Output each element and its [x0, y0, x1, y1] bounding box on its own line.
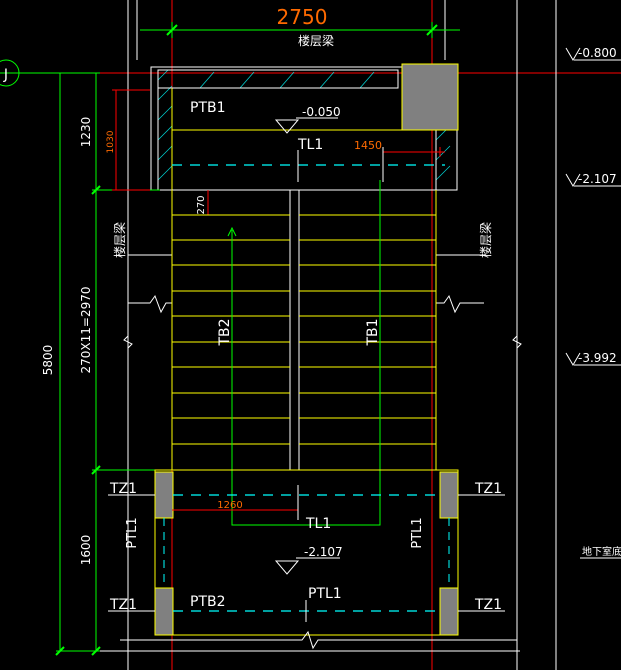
top-dimension: 2750 楼层梁 — [140, 5, 460, 48]
column-top-right — [401, 63, 459, 131]
elev-lower-landing: -2.107 — [304, 545, 343, 559]
tl1-bottom-label: TL1 — [305, 516, 331, 532]
dim-1030: 1030 — [106, 130, 116, 153]
tb1-label: TB1 — [365, 318, 381, 346]
tz1-right-top: TZ1 — [474, 481, 502, 497]
right-elev-2: -2.107 — [578, 172, 617, 186]
dim-1450: 1450 — [354, 139, 382, 152]
left-dimensions: 5800 1230 270X11=2970 1600 1030 270 — [41, 72, 209, 656]
beam-label-left: 楼层梁 — [112, 222, 127, 258]
tb2-label: TB2 — [217, 318, 233, 346]
right-elevations: -0.800 -2.107 -3.992 地下室底板 — [555, 0, 621, 670]
tz1-right-bottom: TZ1 — [474, 597, 502, 613]
tl1-top-label: TL1 — [297, 137, 323, 153]
axis-bubble-label: J — [3, 67, 8, 83]
beam-label-right: 楼层梁 — [478, 222, 493, 258]
side-beams: 楼层梁 楼层梁 — [112, 222, 522, 349]
ptl1-left-label: PTL1 — [125, 517, 140, 548]
column-tz1-left-bottom — [154, 587, 174, 636]
ptb1-label: PTB1 — [190, 100, 226, 116]
dim-width-2750: 2750 — [277, 5, 328, 29]
right-note-basement: 地下室底板 — [582, 545, 621, 558]
tz1-left-bottom: TZ1 — [109, 597, 137, 613]
ptl1-right-label: PTL1 — [410, 517, 425, 548]
ptb2-label: PTB2 — [190, 594, 226, 610]
column-tz1-right-top — [439, 471, 459, 519]
dim-5800: 5800 — [41, 345, 55, 376]
column-tz1-right-bottom — [439, 587, 459, 636]
axis-bubble-j: J — [0, 59, 20, 87]
dim-1600: 1600 — [79, 535, 93, 566]
dim-1230: 1230 — [79, 117, 93, 148]
dim-steps: 270X11=2970 — [79, 287, 93, 374]
beam-label-top: 楼层梁 — [298, 33, 334, 48]
dim-1260: 1260 — [217, 500, 242, 511]
bottom-landing: 1260 TL1 -2.107 PTB2 PTL1 PTL1 PTL1 TZ1 … — [108, 469, 517, 650]
right-elev-1: -0.800 — [578, 46, 617, 60]
dim-270: 270 — [196, 195, 207, 214]
right-elev-3: -3.992 — [578, 351, 617, 365]
top-landing: PTB1 -0.050 TL1 1450 — [150, 63, 459, 191]
stair-flights: TB2 TB1 — [171, 180, 437, 526]
column-tz1-left-top — [154, 471, 174, 519]
ptl1-bottom-label: PTL1 — [308, 586, 342, 602]
elev-upper-landing: -0.050 — [302, 105, 341, 119]
tz1-left-top: TZ1 — [109, 481, 137, 497]
